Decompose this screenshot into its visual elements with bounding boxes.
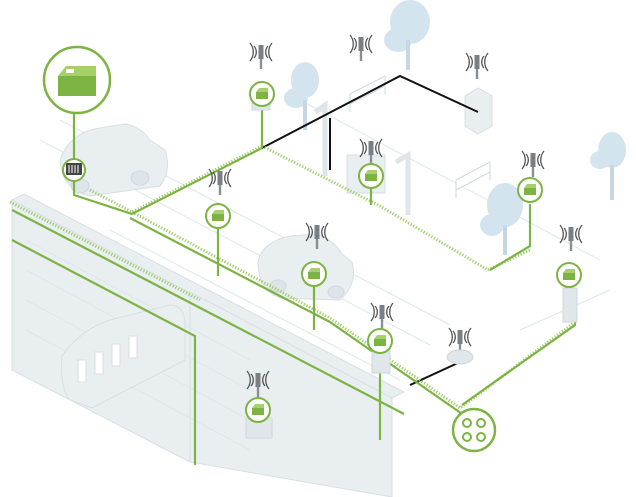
smart-meter-icon (556, 262, 582, 288)
gateway-device-icon (42, 45, 112, 115)
train (61, 304, 186, 409)
smart-meter-icon (245, 397, 271, 423)
smart-meter-icon (517, 177, 543, 203)
vehicle-module-icon (62, 158, 86, 182)
wireless-antenna-icon (465, 52, 489, 80)
wireless-antenna-icon (249, 42, 273, 70)
wireless-antenna-icon (559, 224, 583, 252)
wireless-antenna-icon (370, 302, 394, 330)
network-hub-icon (451, 407, 497, 453)
streetlights (313, 100, 411, 215)
trees (284, 0, 626, 255)
cabinet (464, 87, 493, 135)
smart-meter-icon (301, 261, 327, 287)
smart-meter-icon (205, 203, 231, 229)
smart-meter-icon (367, 328, 393, 354)
wireless-antenna-icon (349, 34, 373, 62)
background-scene (10, 0, 626, 497)
smart-meter-icon (249, 81, 275, 107)
car-left (59, 123, 169, 197)
wireless-antenna-icon (521, 150, 545, 178)
smart-meter-icon (358, 163, 384, 189)
